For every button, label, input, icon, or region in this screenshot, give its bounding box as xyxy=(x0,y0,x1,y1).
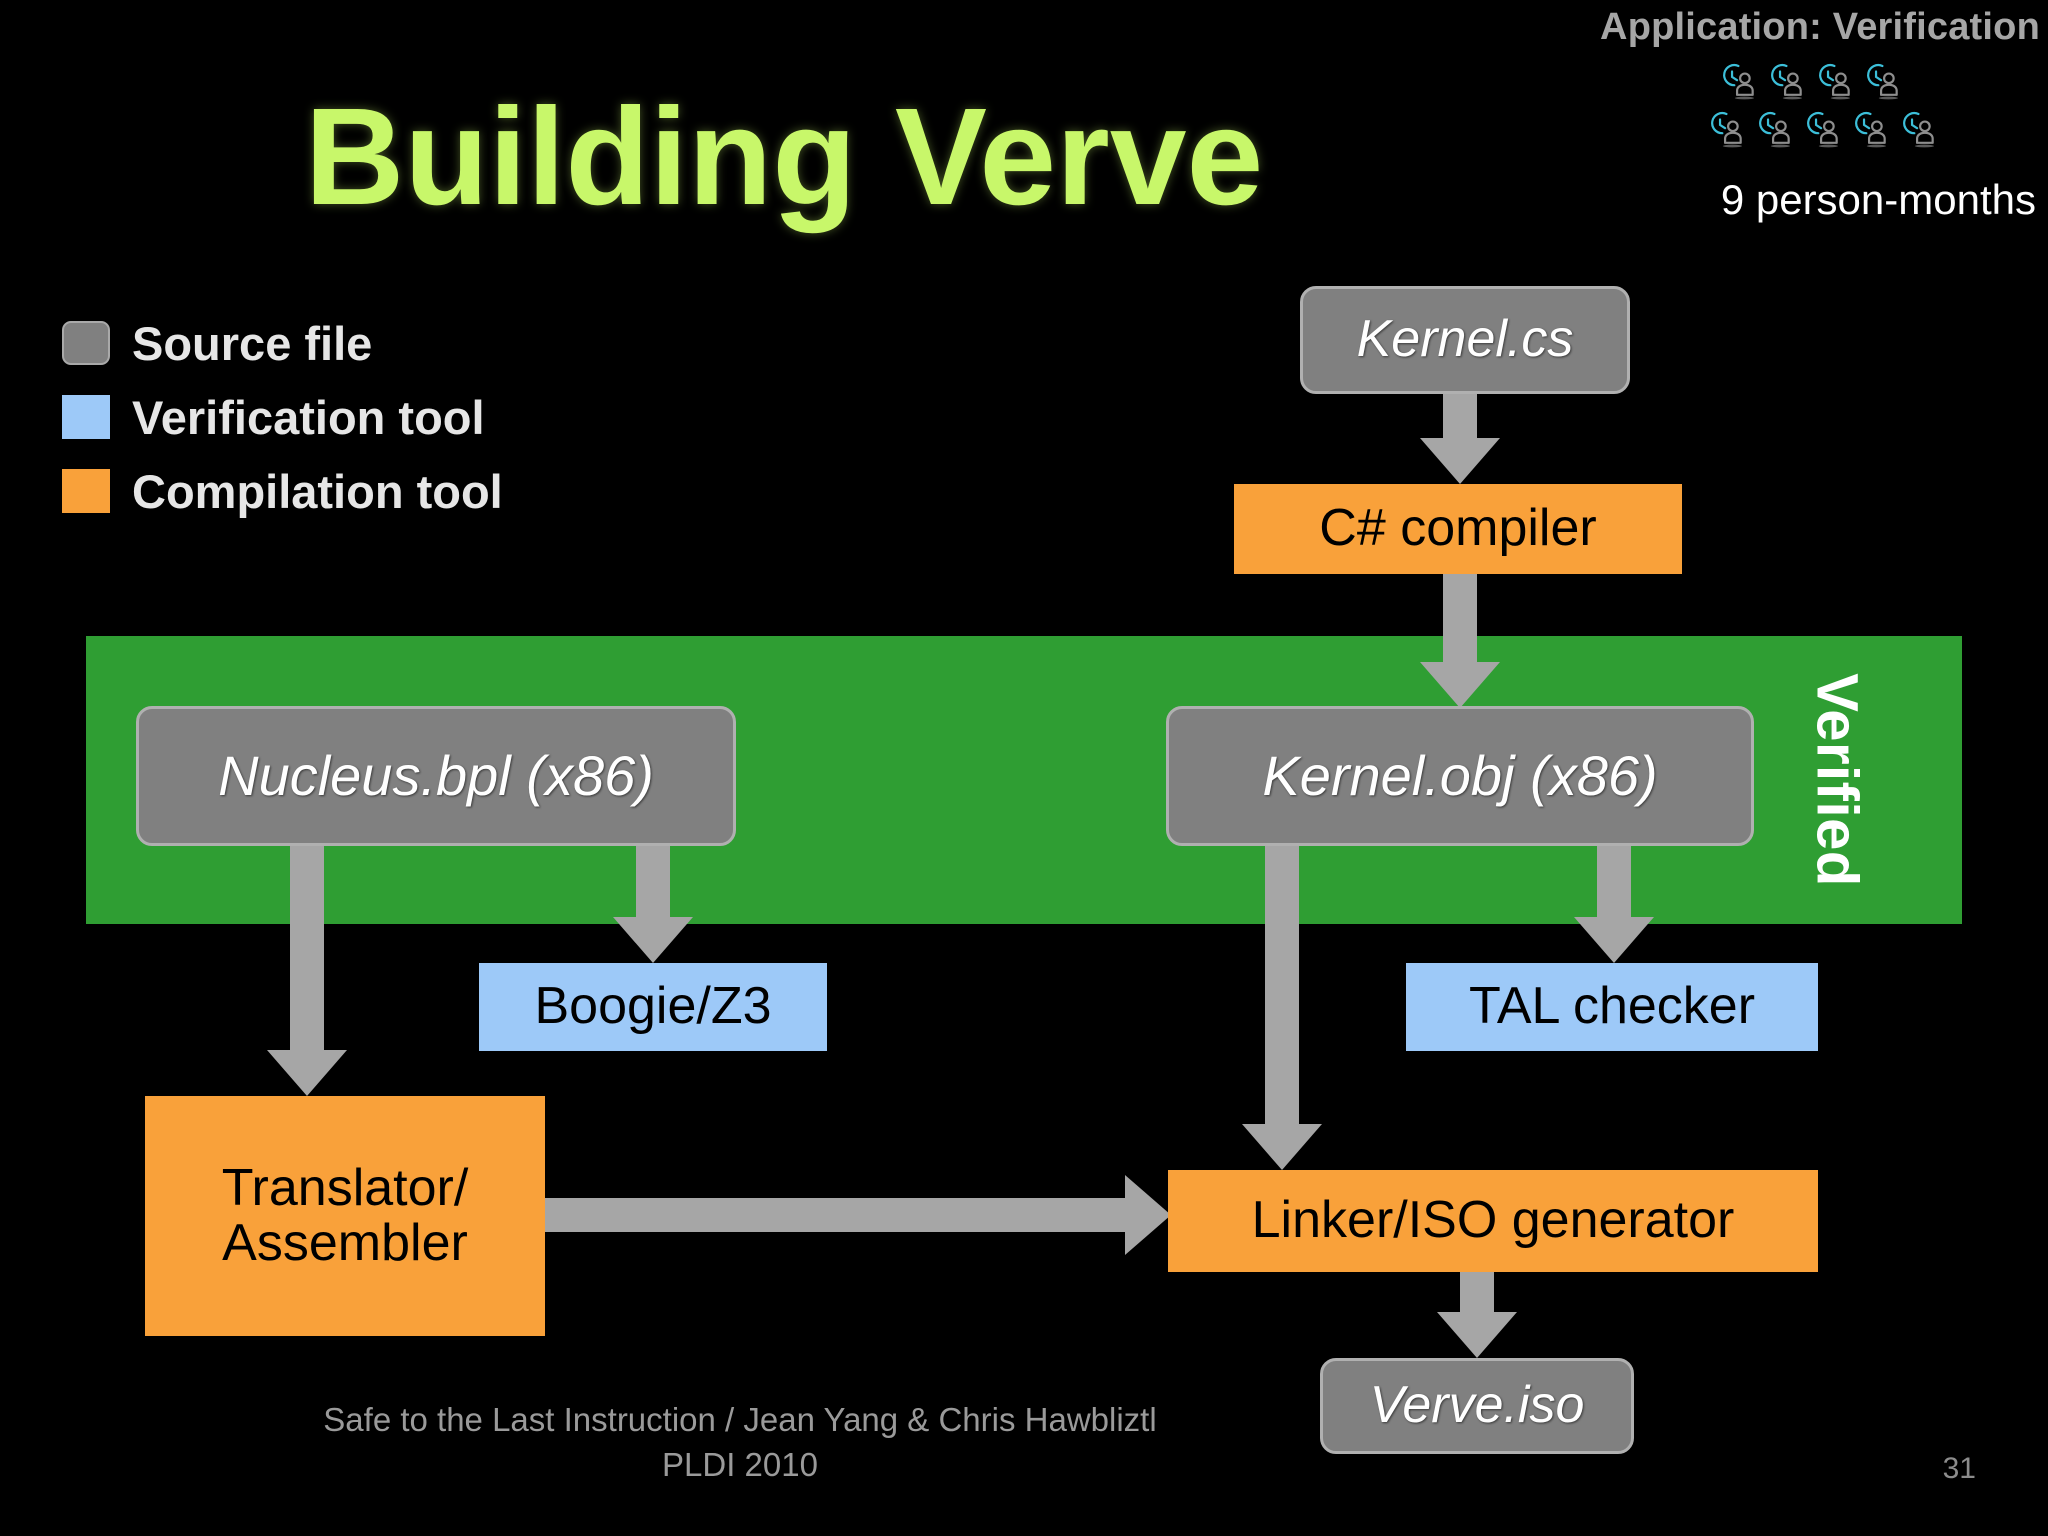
orange-swatch-icon xyxy=(62,469,110,513)
person-months-icon-row-1 xyxy=(1716,60,1904,104)
arrow-kernelcs-to-csharp xyxy=(1420,394,1500,484)
application-label: Application: Verification xyxy=(1600,6,2040,48)
legend-item-source-file: Source file xyxy=(62,306,503,380)
legend-item-verification-tool: Verification tool xyxy=(62,380,503,454)
node-boogie-z3[interactable]: Boogie/Z3 xyxy=(479,963,827,1051)
arrow-nucleus-to-boogie xyxy=(613,846,693,963)
arrow-linker-to-verveiso xyxy=(1437,1272,1517,1358)
person-months-label: 9 person-months xyxy=(1720,176,2036,223)
person-clock-icon xyxy=(1800,108,1844,152)
node-csharp-compiler[interactable]: C# compiler xyxy=(1234,484,1682,574)
person-clock-icon xyxy=(1752,108,1796,152)
arrow-kernelobj-to-tal xyxy=(1574,846,1654,963)
arrow-group xyxy=(267,394,1654,1358)
person-clock-icon xyxy=(1704,108,1748,152)
legend-item-label: Verification tool xyxy=(132,390,485,444)
page-number: 31 xyxy=(1942,1452,1976,1485)
node-linker-iso-generator[interactable]: Linker/ISO generator xyxy=(1168,1170,1818,1272)
arrow-nucleus-to-translator xyxy=(267,846,347,1096)
footer-citation: Safe to the Last Instruction / Jean Yang… xyxy=(323,1401,1157,1483)
legend-item-label: Source file xyxy=(132,316,373,370)
node-tal-checker[interactable]: TAL checker xyxy=(1406,963,1818,1051)
node-kernel-cs[interactable]: Kernel.cs xyxy=(1300,286,1630,394)
person-clock-icon xyxy=(1848,108,1892,152)
blue-swatch-icon xyxy=(62,395,110,439)
arrow-translator-to-linker xyxy=(545,1175,1171,1255)
person-clock-icon xyxy=(1812,60,1856,104)
legend-item-compilation-tool: Compilation tool xyxy=(62,454,503,528)
person-clock-icon xyxy=(1716,60,1760,104)
arrow-kernelobj-to-linker xyxy=(1242,846,1322,1170)
person-clock-icon xyxy=(1896,108,1940,152)
node-nucleus-bpl[interactable]: Nucleus.bpl (x86) xyxy=(136,706,736,846)
person-months-icon-row-2 xyxy=(1704,108,1940,152)
page-title: Building Verve xyxy=(304,80,1264,234)
gray-rounded-swatch-icon xyxy=(62,321,110,365)
node-kernel-obj[interactable]: Kernel.obj (x86) xyxy=(1166,706,1754,846)
legend: Source file Verification tool Compilatio… xyxy=(62,306,503,528)
person-clock-icon xyxy=(1764,60,1808,104)
node-verve-iso[interactable]: Verve.iso xyxy=(1320,1358,1634,1454)
node-translator-assembler[interactable]: Translator/ Assembler xyxy=(145,1096,545,1336)
legend-item-label: Compilation tool xyxy=(132,464,503,518)
person-clock-icon xyxy=(1860,60,1904,104)
arrow-csharp-to-kernelobj xyxy=(1420,574,1500,708)
